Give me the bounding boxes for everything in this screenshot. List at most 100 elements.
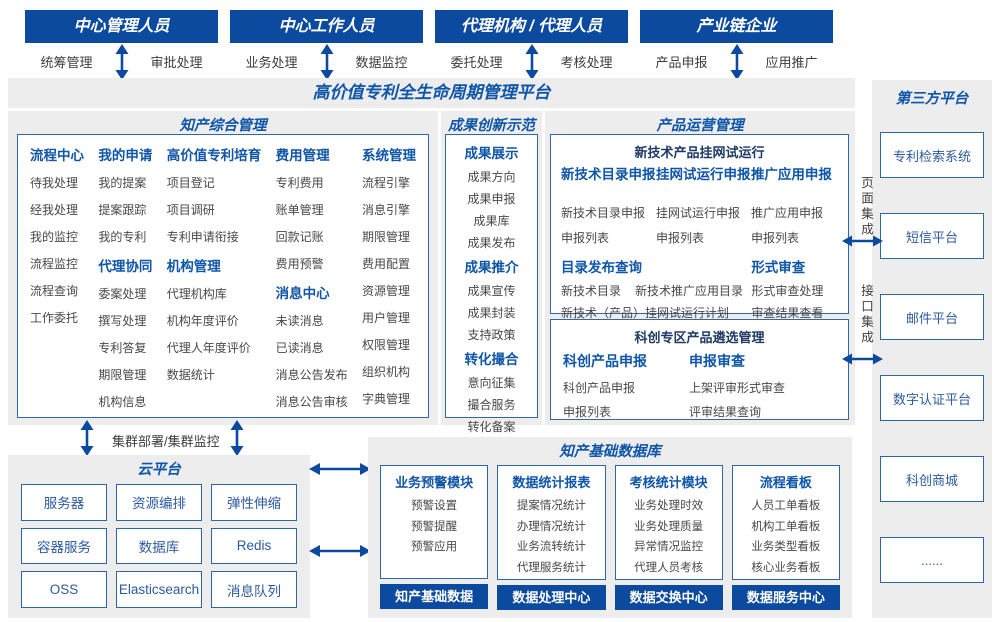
menu-list: 成果方向成果申报成果库成果发布 [446,168,537,251]
cloud-service-box: 服务器 [21,484,107,521]
menu-item: 流程监控 [30,257,79,271]
menu-item: 专利答复 [98,341,147,355]
column-trial-declaration: 挂网试运行申报 挂网试运行申报申报列表 [656,166,751,254]
section-title: 产品运营管理 [656,118,744,134]
menu-item: 预警提醒 [411,520,458,533]
cloud-service-box: 资源编排 [116,484,202,521]
menu-item: 用户管理 [361,311,410,325]
actor-group: 产业链企业 产品申报 应用推广 [640,10,833,80]
menu-list: 上架评审形式审查评审结果查询 [689,379,785,420]
actor-role-left: 委托处理 [450,55,503,70]
menu-item: 申报列表 [655,231,704,245]
menu-item: 期限管理 [361,230,410,244]
menu-item: 消息引擎 [361,203,410,217]
menu-item: 组织机构 [361,365,410,379]
column-header: 费用管理 [275,148,330,163]
section-title: 知产基础数据库 [559,444,661,460]
group-header: 成果展示 [464,146,519,161]
third-party-box: 短信平台 [880,213,984,259]
third-party-list: 专利检索系统短信平台邮件平台数字认证平台科创商城...... [880,132,984,583]
platform-title: 高价值专利全生命周期管理平台 [312,83,551,102]
column-header: 科创产品申报 [563,353,647,369]
actor-title: 产业链企业 [640,10,833,43]
menu-item: 异常情况监控 [634,541,704,553]
menu-item: 预警应用 [411,541,458,553]
menu-list: 代理机构库机构年度评价代理人年度评价数据统计 [167,285,262,383]
menu-item: 新技术目录申报 [561,206,646,220]
menu-item: 流程引擎 [361,176,410,190]
third-party-box: 科创商城 [880,456,984,502]
menu-item: 专利申请衔接 [166,230,239,244]
column-header: 申报审查 [689,353,745,369]
third-party-box: 数字认证平台 [880,375,984,421]
actor-role-right: 考核处理 [560,55,613,70]
module-box: 数据统计报表 提案情况统计办理情况统计业务流转统计代理服务统计 [497,465,606,580]
group-header: 转化撮合 [464,352,519,367]
actor-role-right: 审批处理 [150,55,203,70]
actor-title: 中心管理人员 [25,10,218,43]
column-system-management: 系统管理 流程引擎消息引擎期限管理费用配置资源管理用户管理权限管理组织机构字典管… [362,144,416,417]
menu-item: 权限管理 [361,338,410,352]
menu-item: 审查结果查看 [751,306,824,320]
menu-item: 项目调研 [166,203,215,217]
vertical-double-arrow-icon [730,44,743,80]
module-header: 考核统计模块 [629,475,708,490]
actor-role-left: 产品申报 [655,55,708,70]
sci-innovation-selection-box: 科创专区产品遴选管理 科创产品申报 科创产品申报申报列表 申报审查 上架评审形式… [550,319,849,420]
menu-item: 工作委托 [30,311,79,325]
menu-item: 业务流转统计 [516,541,586,553]
catalog-review-row: 目录发布查询 新技术目录 新技术推广应用目录 新技术（产品）挂网试运行计划 形式… [551,256,848,326]
menu-item: 申报列表 [561,231,610,245]
column-process-center: 流程中心 待我处理经我处理我的监控流程监控流程查询工作委托 [30,144,84,417]
menu-list: 推广应用申报申报列表 [751,204,838,246]
trial-operation-box: 新技术产品挂网试运行 新技术目录申报 新技术目录申报申报列表 挂网试运行申报 挂… [550,134,849,320]
third-party-box: 专利检索系统 [880,132,984,178]
menu-item: 支持政策 [467,328,516,342]
api-integration-label: 接口集成 [859,284,873,346]
menu-list: 人员工单看板机构工单看板业务类型看板核心业务看板 [733,497,839,575]
selection-columns: 科创产品申报 科创产品申报申报列表 申报审查 上架评审形式审查评审结果查询 [551,351,848,427]
menu-item: 成果申报 [467,192,516,206]
column-header: 高价值专利培育 [166,148,262,163]
cloud-service-box: Redis [211,527,297,565]
menu-item: 评审结果查询 [689,405,762,419]
menu-item: 已读消息 [275,341,324,355]
menu-item: 专利费用 [275,176,324,190]
vertical-double-arrow-icon [230,420,244,456]
actor-role-right: 应用推广 [765,55,818,70]
menu-item: 期限管理 [98,368,147,382]
catalog-query-group: 目录发布查询 新技术目录 新技术推广应用目录 新技术（产品）挂网试运行计划 [561,256,751,326]
menu-item: 预警设置 [411,500,458,512]
menu-item: 推广应用申报 [750,206,823,220]
menu-item: 代理机构库 [166,287,227,301]
actor-roles: 委托处理 考核处理 [435,52,628,71]
column-sci-product-declaration: 科创产品申报 科创产品申报申报列表 [563,351,647,427]
actor-title: 代理机构 / 代理人员 [435,10,628,43]
menu-item: 新技术（产品）挂网试运行计划 [561,306,730,320]
horizontal-double-arrow-icon [842,235,883,247]
column-header: 系统管理 [361,148,416,163]
menu-list: 新技术目录申报申报列表 [561,204,656,246]
menu-item: 成果发布 [467,236,516,250]
data-center-label: 数据处理中心 [497,585,606,610]
module-statistics-report: 数据统计报表 提案情况统计办理情况统计业务流转统计代理服务统计 数据处理中心 [497,465,606,610]
section-title: 知产综合管理 [179,118,267,134]
menu-list: 意向征集撮合服务转化备案 [446,374,537,435]
actor-role-right: 数据监控 [355,55,408,70]
vertical-double-arrow-icon [115,44,128,80]
cloud-service-box: 容器服务 [21,527,107,565]
menu-item: 业务类型看板 [751,541,821,553]
column-header: 挂网试运行申报 [655,167,751,182]
menu-item: 机构信息 [98,395,147,409]
column-fee-management: 费用管理 专利费用账单管理回款记账费用预警 消息中心 未读消息已读消息消息公告发… [276,144,348,417]
menu-item: 提案跟踪 [98,203,147,217]
menu-item: 人员工单看板 [751,500,821,512]
menu-item: 代理人员考核 [634,561,704,574]
menu-item: 机构工单看板 [751,520,821,533]
section-ip-basic-database: 知产基础数据库 业务预警模块 预警设置预警提醒预警应用 知产基础数据 数据统计报… [368,437,852,618]
horizontal-double-arrow-icon [842,353,883,365]
module-header: 数据统计报表 [512,475,591,490]
